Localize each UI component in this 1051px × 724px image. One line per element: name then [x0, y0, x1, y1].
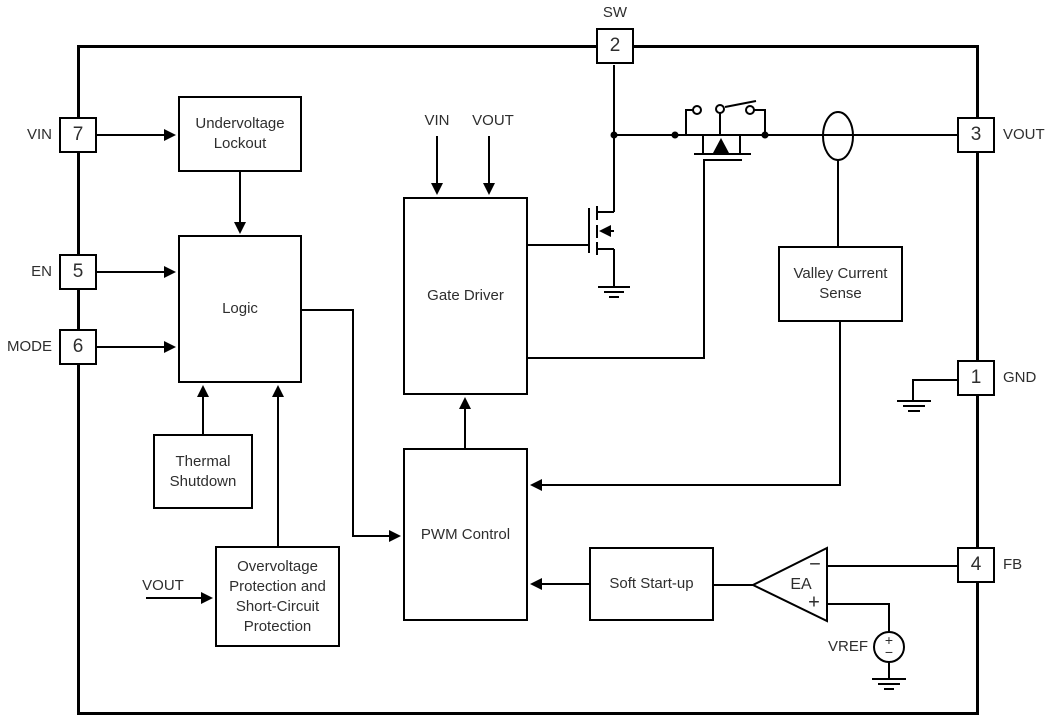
arrowhead — [530, 479, 542, 491]
error-amplifier-icon — [750, 546, 828, 623]
arrowhead — [530, 578, 542, 590]
block-pwm-control: PWM Control — [403, 448, 528, 621]
wire-gnd-pin — [912, 379, 957, 401]
pin-box-sw: 2 — [596, 28, 634, 64]
pin-box-en: 5 — [59, 254, 97, 290]
arrowhead — [483, 183, 495, 195]
arrowhead — [389, 530, 401, 542]
ground-icon-vref — [872, 678, 906, 690]
arrowhead — [164, 341, 176, 353]
pin-label-en: EN — [31, 263, 52, 280]
ls-fet-body-arrow-icon — [599, 225, 611, 237]
label-ovp-vout: VOUT — [142, 577, 184, 594]
switch-contact-left-icon — [692, 105, 702, 115]
ea-inverting-input-sign: − — [809, 553, 821, 576]
label-gatedriver-vout: VOUT — [472, 112, 514, 129]
block-undervoltage-lockout: Undervoltage Lockout — [178, 96, 302, 172]
pin-box-vout: 3 — [957, 117, 995, 153]
arrowhead — [431, 183, 443, 195]
junction-dot — [761, 131, 769, 139]
block-thermal-shutdown: Thermal Shutdown — [153, 434, 253, 509]
pin-box-mode: 6 — [59, 329, 97, 365]
arrowhead — [459, 397, 471, 409]
arrowhead — [272, 385, 284, 397]
label-gatedriver-vin: VIN — [424, 112, 450, 129]
arrowhead — [234, 222, 246, 234]
wire-switch-left — [685, 109, 693, 136]
arrowhead — [201, 592, 213, 604]
block-gate-driver: Gate Driver — [403, 197, 528, 395]
wire-switch-right — [754, 109, 766, 136]
pin-box-vin: 7 — [59, 117, 97, 153]
junction-dot — [610, 131, 618, 139]
junction-dot — [671, 131, 679, 139]
pin-label-sw: SW — [602, 4, 628, 21]
ground-icon-lowside — [598, 286, 630, 298]
wire-hs-gate — [528, 160, 705, 359]
arrowhead — [197, 385, 209, 397]
arrowhead — [164, 129, 176, 141]
pin-label-vin: VIN — [26, 126, 52, 143]
hs-fet-body-arrow-icon — [713, 138, 729, 153]
switch-lever-icon — [724, 100, 757, 108]
label-vref: VREF — [827, 638, 868, 655]
block-soft-startup: Soft Start-up — [589, 547, 714, 621]
ea-noninverting-input-sign: + — [808, 591, 820, 614]
pin-label-fb: FB — [1003, 556, 1023, 573]
block-overvoltage-protection: Overvoltage Protection and Short-Circuit… — [215, 546, 340, 647]
pin-label-gnd: GND — [1003, 369, 1037, 386]
switch-contact-mid-icon — [715, 104, 725, 114]
pin-label-mode: MODE — [7, 338, 52, 355]
pin-box-gnd: 1 — [957, 360, 995, 396]
block-valley-current-sense: Valley Current Sense — [778, 246, 903, 322]
switch-contact-right-icon — [745, 105, 755, 115]
label-error-amplifier: EA — [790, 576, 812, 593]
wire-vref-in — [827, 603, 890, 632]
arrowhead — [164, 266, 176, 278]
wire-logic-to-pwm — [302, 309, 389, 537]
vref-plus-sign: + — [884, 632, 894, 648]
wire-valley-to-pwm — [542, 322, 841, 486]
block-logic: Logic — [178, 235, 302, 383]
pin-label-vout: VOUT — [1003, 126, 1045, 143]
vref-minus-sign: − — [884, 644, 894, 660]
ground-icon-pin — [897, 400, 931, 412]
pin-box-fb: 4 — [957, 547, 995, 583]
